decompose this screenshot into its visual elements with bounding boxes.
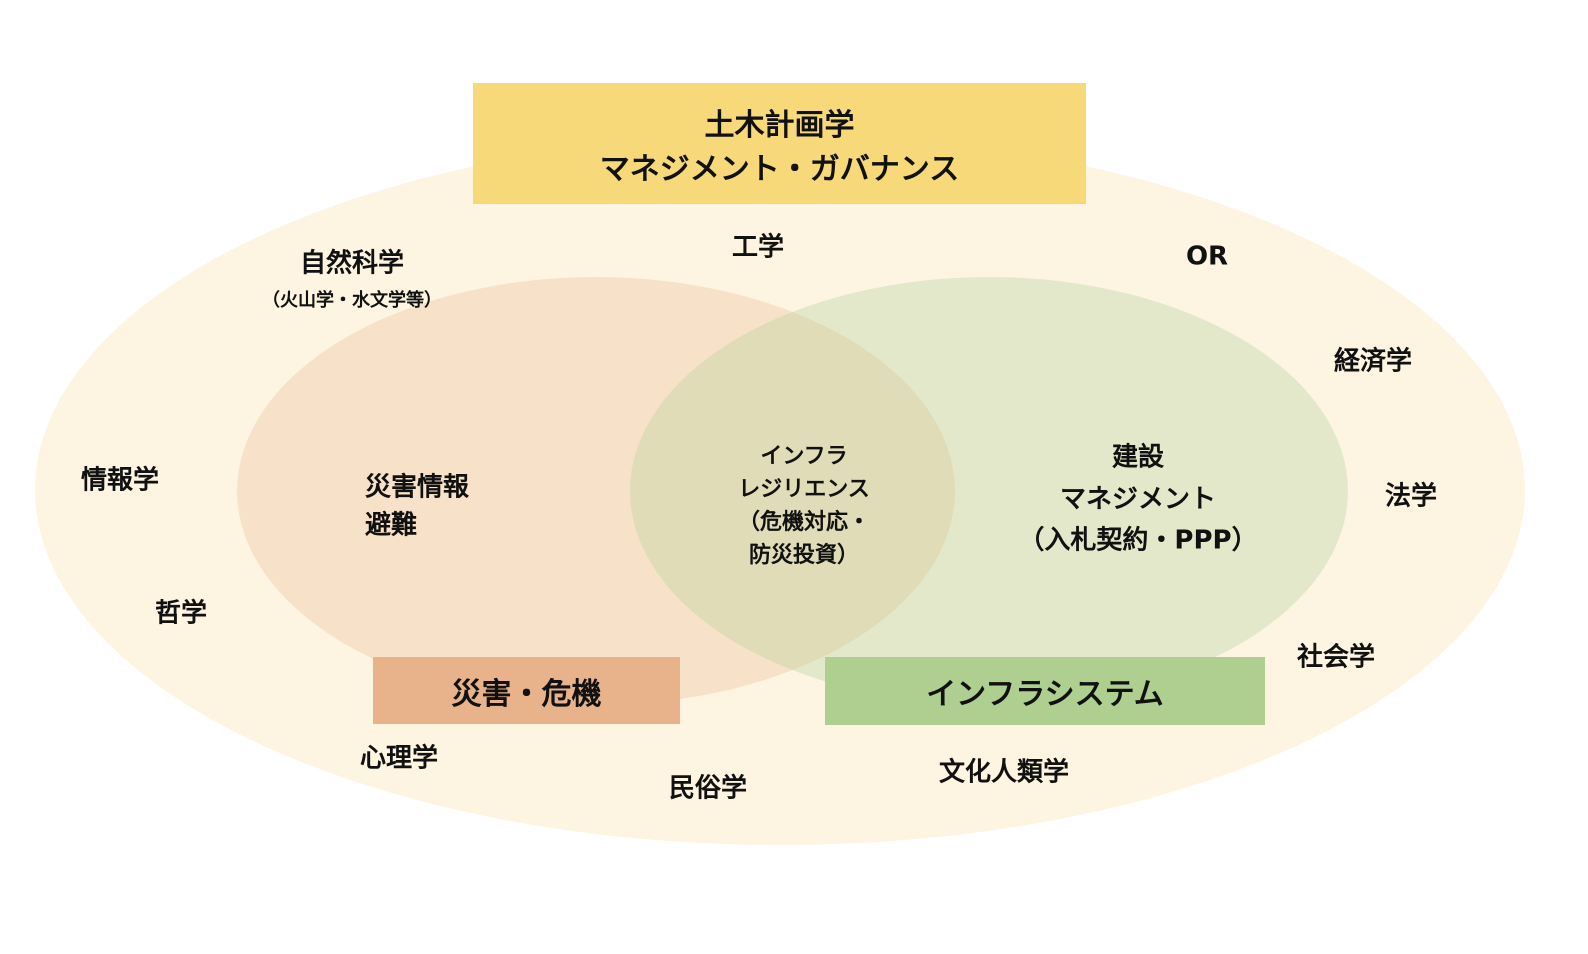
top-box-line1: 土木計画学 [704,107,855,143]
top-box: 土木計画学 マネジメント・ガバナンス [473,83,1086,204]
overlap-line2: レジリエンス [738,477,870,502]
infra-area-line3: （入札契約・PPP） [1018,525,1258,556]
disaster-area-label: 災害情報 避難 [365,469,469,544]
field-informatics: 情報学 [80,465,160,496]
disaster-box-label: 災害・危機 [451,676,602,712]
field-philosophy: 哲学 [154,598,208,629]
overlap-line3: （危機対応・ [737,510,871,535]
disaster-area-line2: 避難 [364,510,418,540]
field-law: 法学 [1384,481,1438,512]
overlap-area-label: インフラ レジリエンス （危機対応・ 防災投資） [738,440,870,572]
infra-area-line2: マネジメント [1059,484,1217,515]
infra-area-label: 建設 マネジメント （入札契約・PPP） [1018,438,1257,563]
infra-area-line1: 建設 [1111,442,1165,473]
overlap-line1: インフラ [760,444,848,469]
field-or: OR [1185,241,1229,272]
disaster-area-line1: 災害情報 [364,472,470,503]
field-economics: 経済学 [1333,346,1413,377]
disaster-box: 災害・危機 [373,657,680,724]
field-sociology: 社会学 [1296,642,1376,673]
field-engineering: 工学 [731,232,785,263]
field-natural-science-sub: （火山学・水文学等） [262,290,442,312]
overlap-region [630,277,955,705]
top-box-line2: マネジメント・ガバナンス [599,151,960,187]
field-cultural-anthropology: 文化人類学 [938,757,1070,788]
overlap-line4: 防災投資） [748,543,860,568]
field-natural-science: 自然科学 [299,248,405,279]
field-folklore: 民俗学 [668,773,748,804]
infra-box: インフラシステム [825,657,1265,725]
field-psychology: 心理学 [359,743,439,774]
infra-box-label: インフラシステム [926,677,1164,712]
